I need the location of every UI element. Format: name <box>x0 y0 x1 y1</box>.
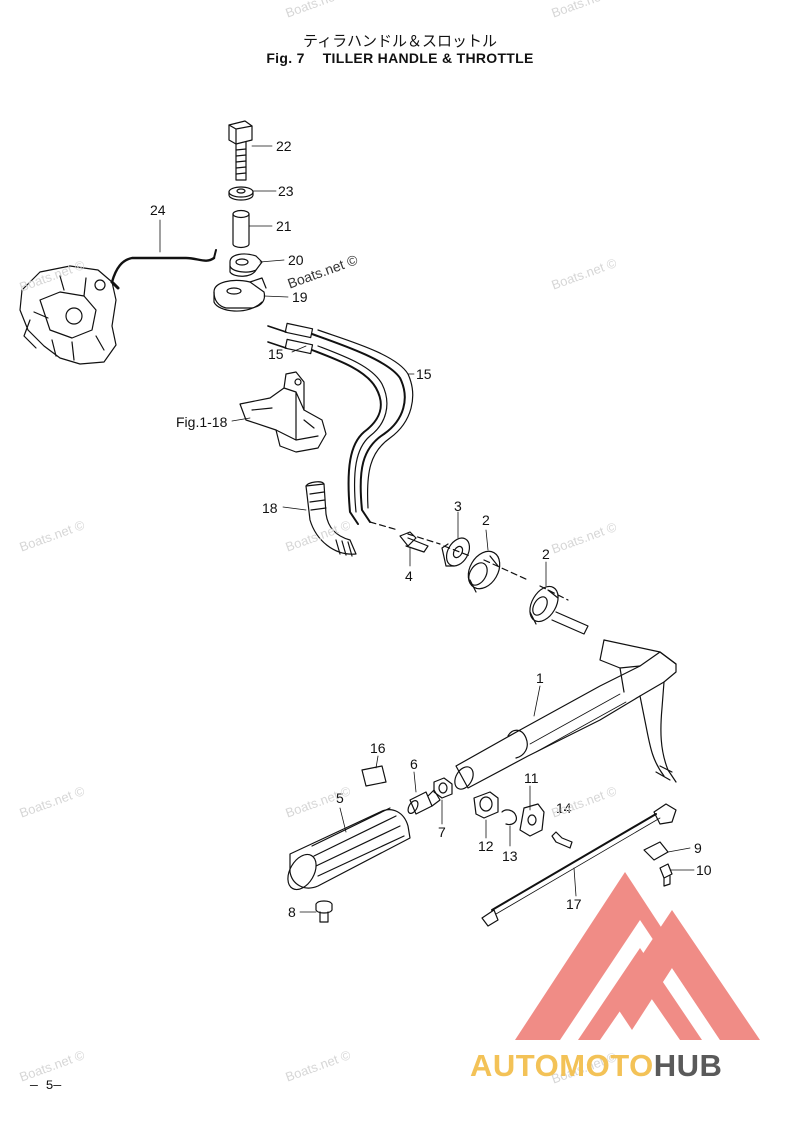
hose-18-drawing <box>305 481 357 557</box>
callout-3: 3 <box>454 498 462 514</box>
tiller-handle-drawing <box>454 639 677 790</box>
leader-lines <box>159 145 695 913</box>
callout-20: 20 <box>288 252 304 268</box>
bushing-2b-drawing <box>529 585 589 635</box>
bracket-drawing <box>239 371 327 453</box>
callout-7: 7 <box>438 824 446 840</box>
callout-9: 9 <box>694 840 702 856</box>
callout-22: 22 <box>276 138 292 154</box>
cam-20-drawing <box>229 253 263 277</box>
stop-parts-drawing <box>473 791 573 849</box>
callout-13: 13 <box>502 848 518 864</box>
page-title: Fig. 7 TILLER HANDLE & THROTTLE <box>0 50 800 66</box>
sleeve-6-drawing <box>407 789 441 815</box>
bolt-8-drawing <box>315 900 333 923</box>
callout-12: 12 <box>478 838 494 854</box>
clip-9-drawing <box>643 841 669 861</box>
callout-19: 19 <box>292 289 308 305</box>
grip-5-drawing <box>287 807 411 891</box>
callout-24: 24 <box>150 202 166 218</box>
callout-18: 18 <box>262 500 278 516</box>
bolt-4-drawing <box>399 531 429 553</box>
carburetor-drawing <box>19 265 117 365</box>
plate-3-drawing <box>441 537 471 567</box>
callout-15: 15 <box>416 366 432 382</box>
callout-1: 1 <box>536 670 544 686</box>
callout-2-lower: 2 <box>542 546 550 562</box>
callout-23: 23 <box>278 183 294 199</box>
brand-logo-mark <box>515 872 760 1040</box>
screw-10-drawing <box>659 863 673 887</box>
figure-title: TILLER HANDLE & THROTTLE <box>322 50 534 66</box>
callout-11: 11 <box>524 770 539 786</box>
callout-16: 16 <box>370 740 386 756</box>
throttle-link-rod <box>110 256 216 284</box>
throttle-cables-drawing <box>267 322 569 601</box>
callout-15-cable-end: 15 <box>268 346 284 362</box>
callout-6: 6 <box>410 756 418 772</box>
callout-21: 21 <box>276 218 292 234</box>
callout-fig-ref: Fig.1-18 <box>176 414 228 430</box>
callout-17: 17 <box>566 896 582 912</box>
bolt-22-drawing <box>228 120 253 181</box>
nut-7-drawing <box>433 777 453 799</box>
sticker-16-drawing <box>361 765 387 787</box>
callout-4: 4 <box>405 568 413 584</box>
page-number: — 5— <box>30 1078 62 1093</box>
callout-10: 10 <box>696 862 712 878</box>
brand-wordmark: AUTOMOTOHUB <box>470 1048 722 1084</box>
throttle-drum-19-drawing <box>213 277 267 312</box>
callout-5: 5 <box>336 790 344 806</box>
callout-14: 14 <box>556 800 572 816</box>
brand-part-2: HUB <box>653 1048 723 1083</box>
page-title-jp: ティラハンドル＆スロットル <box>303 32 497 50</box>
callout-8: 8 <box>288 904 296 920</box>
callout-2: 2 <box>482 512 490 528</box>
collar-21-drawing <box>232 209 250 249</box>
brand-part-1: AUTOMOTO <box>470 1048 654 1083</box>
washer-23-drawing <box>228 186 254 201</box>
figure-number: Fig. 7 <box>266 50 305 66</box>
throttle-rod-17-drawing <box>481 803 677 927</box>
bushing-2-drawing <box>467 550 501 593</box>
